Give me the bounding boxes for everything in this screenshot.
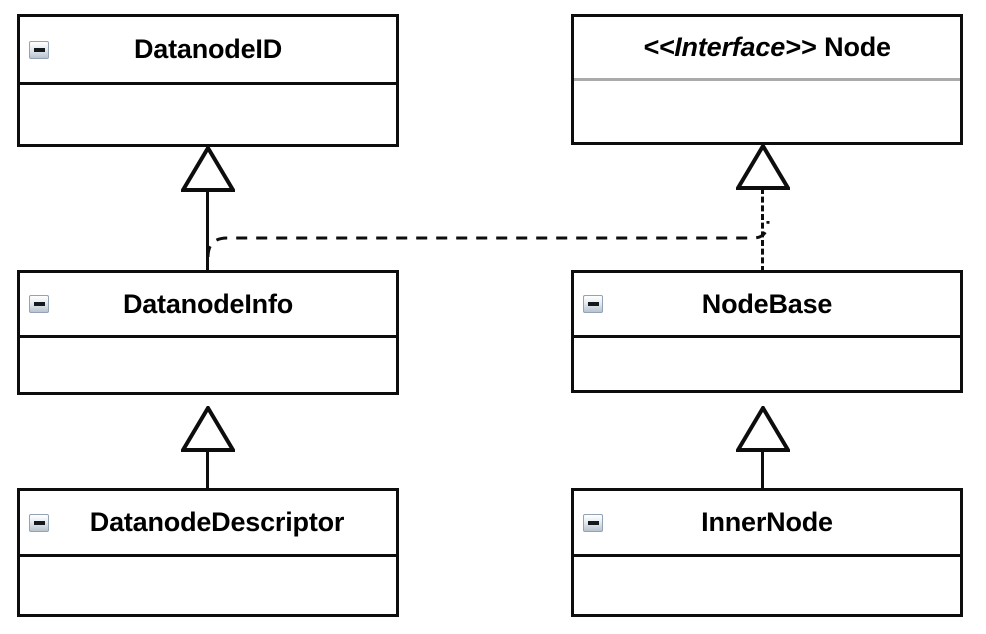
generalization-arrowhead-datanodeid [181,146,235,192]
class-compartment-divider [574,78,960,81]
class-header-nodebase: NodeBase [574,273,960,335]
generalization-arrowhead-datanodeinfo [181,406,235,452]
class-box-datanodeinfo[interactable]: DatanodeInfo [17,270,399,395]
class-name-node: <<Interface>>Node [643,34,891,61]
collapse-minus-icon[interactable] [29,295,49,313]
class-header-node: <<Interface>>Node [574,17,960,78]
generalization-line-innernode-to-nodebase [761,450,764,490]
class-compartment-divider [574,335,960,338]
class-compartment-divider [20,335,396,338]
class-name-datanodeid: DatanodeID [133,34,283,64]
class-box-datanodeid[interactable]: DatanodeID [17,14,399,147]
realization-dashed-path [206,220,770,258]
collapse-minus-icon[interactable] [29,40,49,59]
class-name-nodebase: NodeBase [701,288,833,319]
class-name-innernode: InnerNode [701,507,833,537]
class-compartment-divider [574,554,960,557]
class-attributes-compartment-innernode [574,557,960,614]
generalization-arrowhead-nodebase [736,406,790,452]
class-name-label-node: Node [824,32,891,62]
class-stereotype-node: <<Interface>> [643,32,817,62]
realization-arrowhead-node [736,144,790,190]
class-header-innernode: InnerNode [574,491,960,554]
class-attributes-compartment-datanodeinfo [20,338,396,392]
class-header-datanodeinfo: DatanodeInfo [20,273,396,335]
realization-line-nodebase-to-node [761,188,764,272]
class-box-innernode[interactable]: InnerNode [571,488,963,617]
class-box-nodebase[interactable]: NodeBase [571,270,963,393]
class-attributes-compartment-datanodedescriptor [20,557,396,614]
generalization-line-datanodedescriptor-to-datanodeinfo [206,450,209,490]
class-attributes-compartment-datanodeid [20,85,396,144]
class-name-datanodedescriptor: DatanodeDescriptor [89,507,345,537]
class-header-datanodeid: DatanodeID [20,17,396,82]
collapse-minus-icon[interactable] [29,513,49,532]
class-compartment-divider [20,82,396,85]
collapse-minus-icon[interactable] [583,513,603,532]
class-box-datanodedescriptor[interactable]: DatanodeDescriptor [17,488,399,617]
class-attributes-compartment-node [574,81,960,142]
generalization-line-datanodeinfo-to-datanodeid [206,190,209,272]
collapse-minus-icon[interactable] [583,295,603,313]
class-header-datanodedescriptor: DatanodeDescriptor [20,491,396,554]
class-compartment-divider [20,554,396,557]
class-box-node[interactable]: <<Interface>>Node [571,14,963,145]
class-name-datanodeinfo: DatanodeInfo [122,288,294,319]
class-attributes-compartment-nodebase [574,338,960,390]
